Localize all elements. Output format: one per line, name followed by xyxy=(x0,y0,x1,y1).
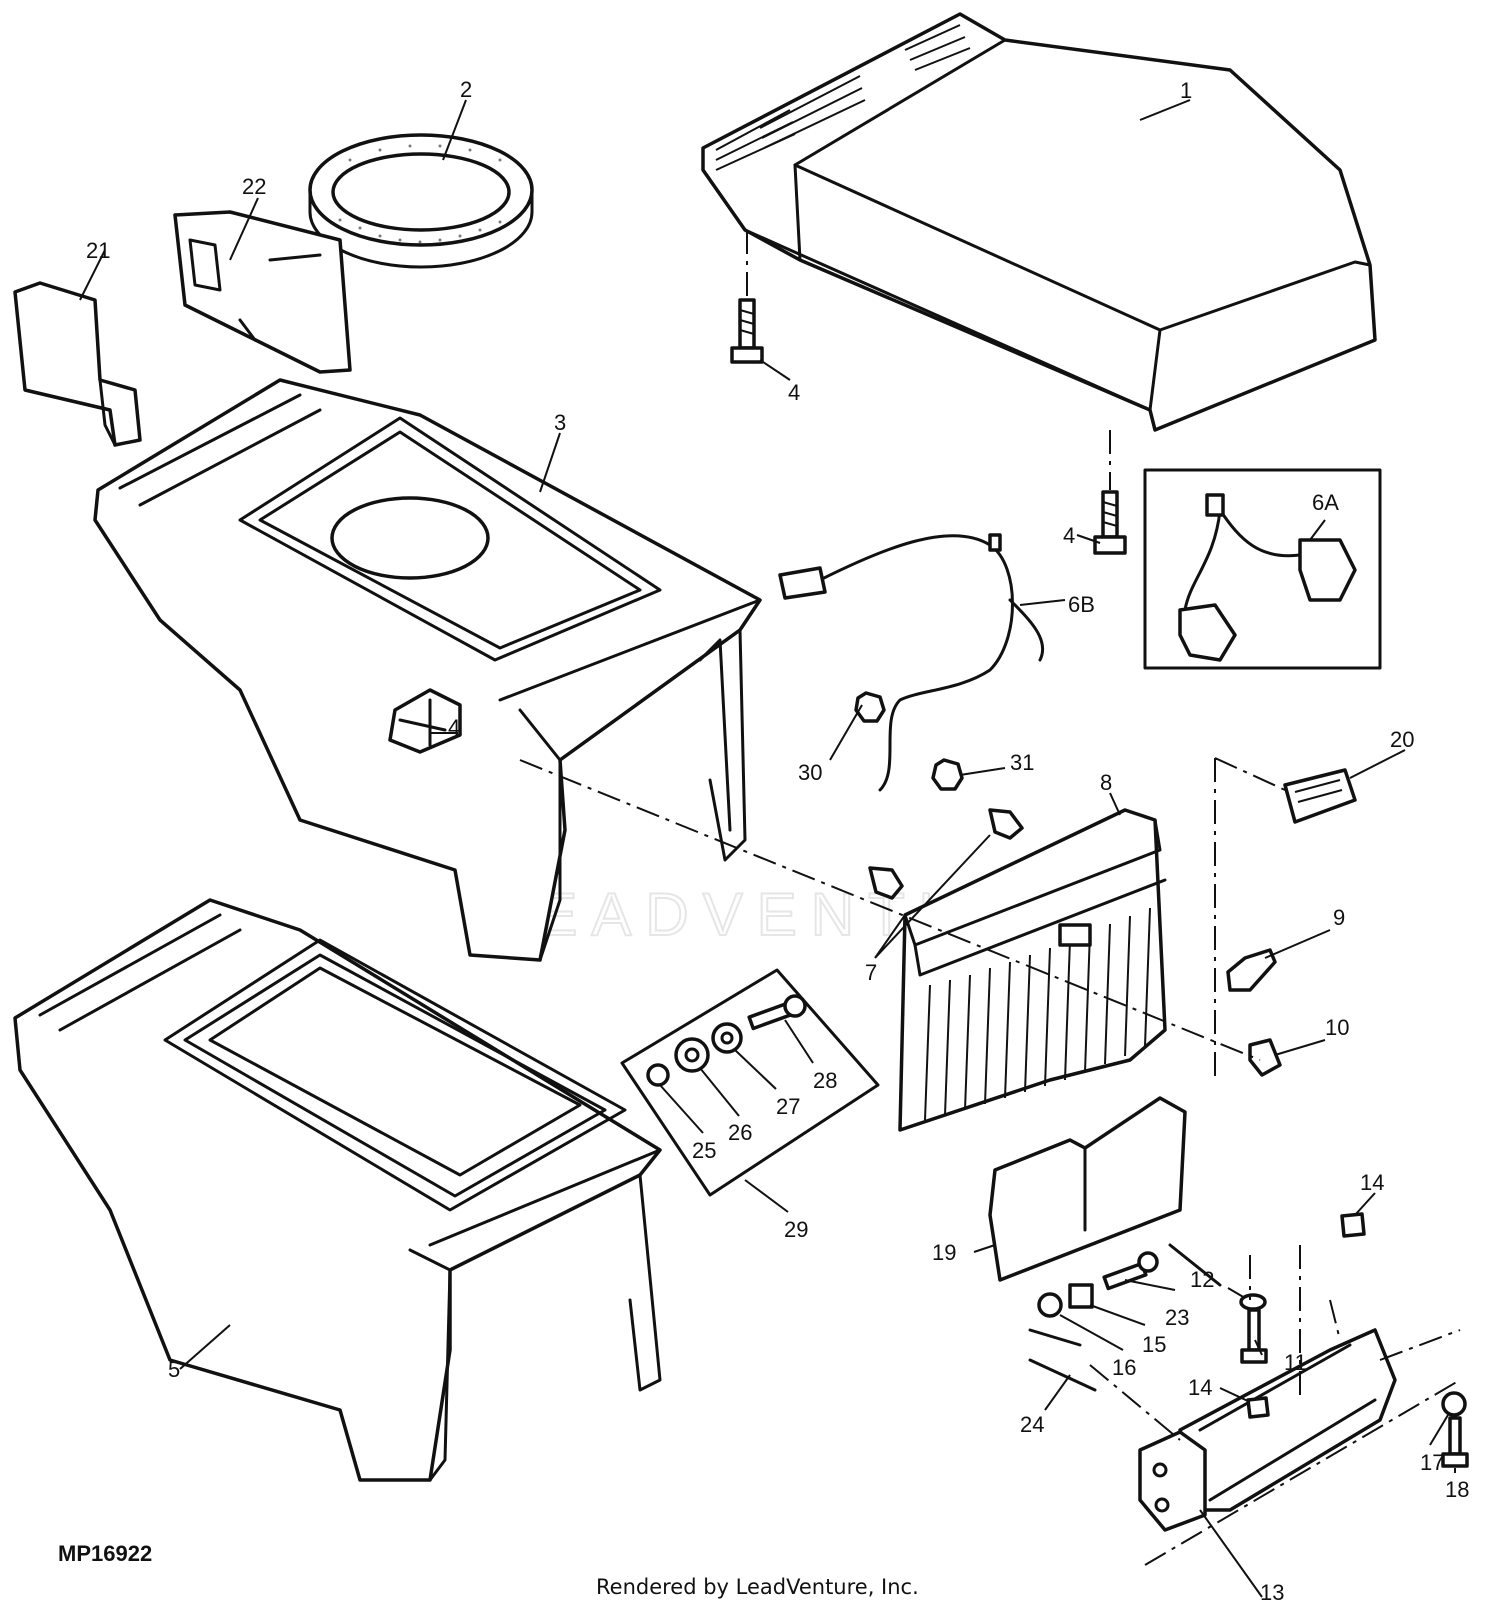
callout-7: 7 xyxy=(865,960,877,985)
part-5-lower-body[interactable] xyxy=(13,898,662,1482)
callout-9: 9 xyxy=(1333,905,1345,930)
part-7-bulbs[interactable] xyxy=(868,808,1024,900)
callout-4-upper: 4 xyxy=(788,380,800,405)
callout-4-right: 4 xyxy=(1063,523,1075,548)
callout-31: 31 xyxy=(1010,750,1034,775)
callout-20: 20 xyxy=(1390,727,1414,752)
callout-22: 22 xyxy=(242,174,266,199)
part-8-grille[interactable] xyxy=(898,808,1167,1132)
callout-8: 8 xyxy=(1100,770,1112,795)
leader-lines xyxy=(79,99,1456,1598)
part-20-light[interactable] xyxy=(1283,768,1357,824)
part-21-panel[interactable] xyxy=(13,281,142,447)
callout-28: 28 xyxy=(813,1068,837,1093)
callout-18: 18 xyxy=(1445,1477,1469,1502)
part-13-bumper[interactable] xyxy=(1138,1328,1397,1532)
callout-24: 24 xyxy=(1020,1412,1044,1437)
part-17-lock-washer[interactable] xyxy=(1441,1391,1467,1417)
callout-26: 26 xyxy=(728,1120,752,1145)
diagram-code: MP16922 xyxy=(58,1541,152,1566)
part-31-star-nut[interactable] xyxy=(931,758,964,791)
callout-3: 3 xyxy=(554,410,566,435)
callout-4-body: 4 xyxy=(448,715,460,740)
callout-11: 11 xyxy=(1284,1350,1307,1375)
callout-5: 5 xyxy=(168,1357,180,1382)
footer-credit: Rendered by LeadVenture, Inc. xyxy=(596,1575,919,1599)
part-14-nut-upper[interactable] xyxy=(1340,1212,1366,1238)
callout-12: 12 xyxy=(1190,1267,1214,1292)
part-4-bolt-upper[interactable] xyxy=(730,298,764,364)
callout-1: 1 xyxy=(1180,78,1192,103)
kit-29-box xyxy=(620,968,880,1197)
callout-6a: 6A xyxy=(1312,490,1339,515)
part-2-filter-ring[interactable] xyxy=(308,133,534,269)
callout-27: 27 xyxy=(776,1094,800,1119)
callouts: 1 2 3 4 4 4 5 6A 6B 7 8 9 10 11 12 13 14… xyxy=(86,77,1469,1601)
part-11-bolt[interactable] xyxy=(1240,1308,1268,1364)
callout-19: 19 xyxy=(932,1240,956,1265)
callout-15: 15 xyxy=(1142,1332,1166,1357)
part-9-clip[interactable] xyxy=(1226,948,1277,992)
hardware-kit-29[interactable] xyxy=(646,994,807,1087)
kit-24-box xyxy=(1028,1243,1222,1392)
callout-14-upper: 14 xyxy=(1360,1170,1384,1195)
callout-14-lower: 14 xyxy=(1188,1375,1212,1400)
part-30-star-nut[interactable] xyxy=(854,691,886,723)
part-10-cap[interactable] xyxy=(1248,1038,1282,1077)
part-22-bracket[interactable] xyxy=(173,210,352,374)
part-1-hood[interactable] xyxy=(701,12,1377,432)
hardware-kit-24[interactable] xyxy=(1037,1251,1159,1318)
callout-21: 21 xyxy=(86,238,110,263)
callout-10: 10 xyxy=(1325,1015,1349,1040)
callout-30: 30 xyxy=(798,760,822,785)
part-19-filter-panel[interactable] xyxy=(988,1096,1187,1282)
part-4-bolt-right[interactable] xyxy=(1093,490,1127,555)
part-14-nut-lower[interactable] xyxy=(1246,1396,1270,1419)
callout-16: 16 xyxy=(1112,1355,1136,1380)
assembly-lines xyxy=(519,230,1461,1566)
callout-13: 13 xyxy=(1260,1580,1284,1601)
callout-25: 25 xyxy=(692,1138,716,1163)
callout-29: 29 xyxy=(784,1217,808,1242)
callout-23: 23 xyxy=(1165,1305,1189,1330)
callout-2: 2 xyxy=(460,77,472,102)
part-18-bolt[interactable] xyxy=(1441,1416,1469,1468)
part-3-upper-body[interactable] xyxy=(93,378,762,962)
part-6a-harness-box[interactable] xyxy=(1143,468,1382,670)
callout-6b: 6B xyxy=(1068,592,1095,617)
callout-17: 17 xyxy=(1420,1450,1444,1475)
part-6b-harness[interactable] xyxy=(778,533,1045,792)
